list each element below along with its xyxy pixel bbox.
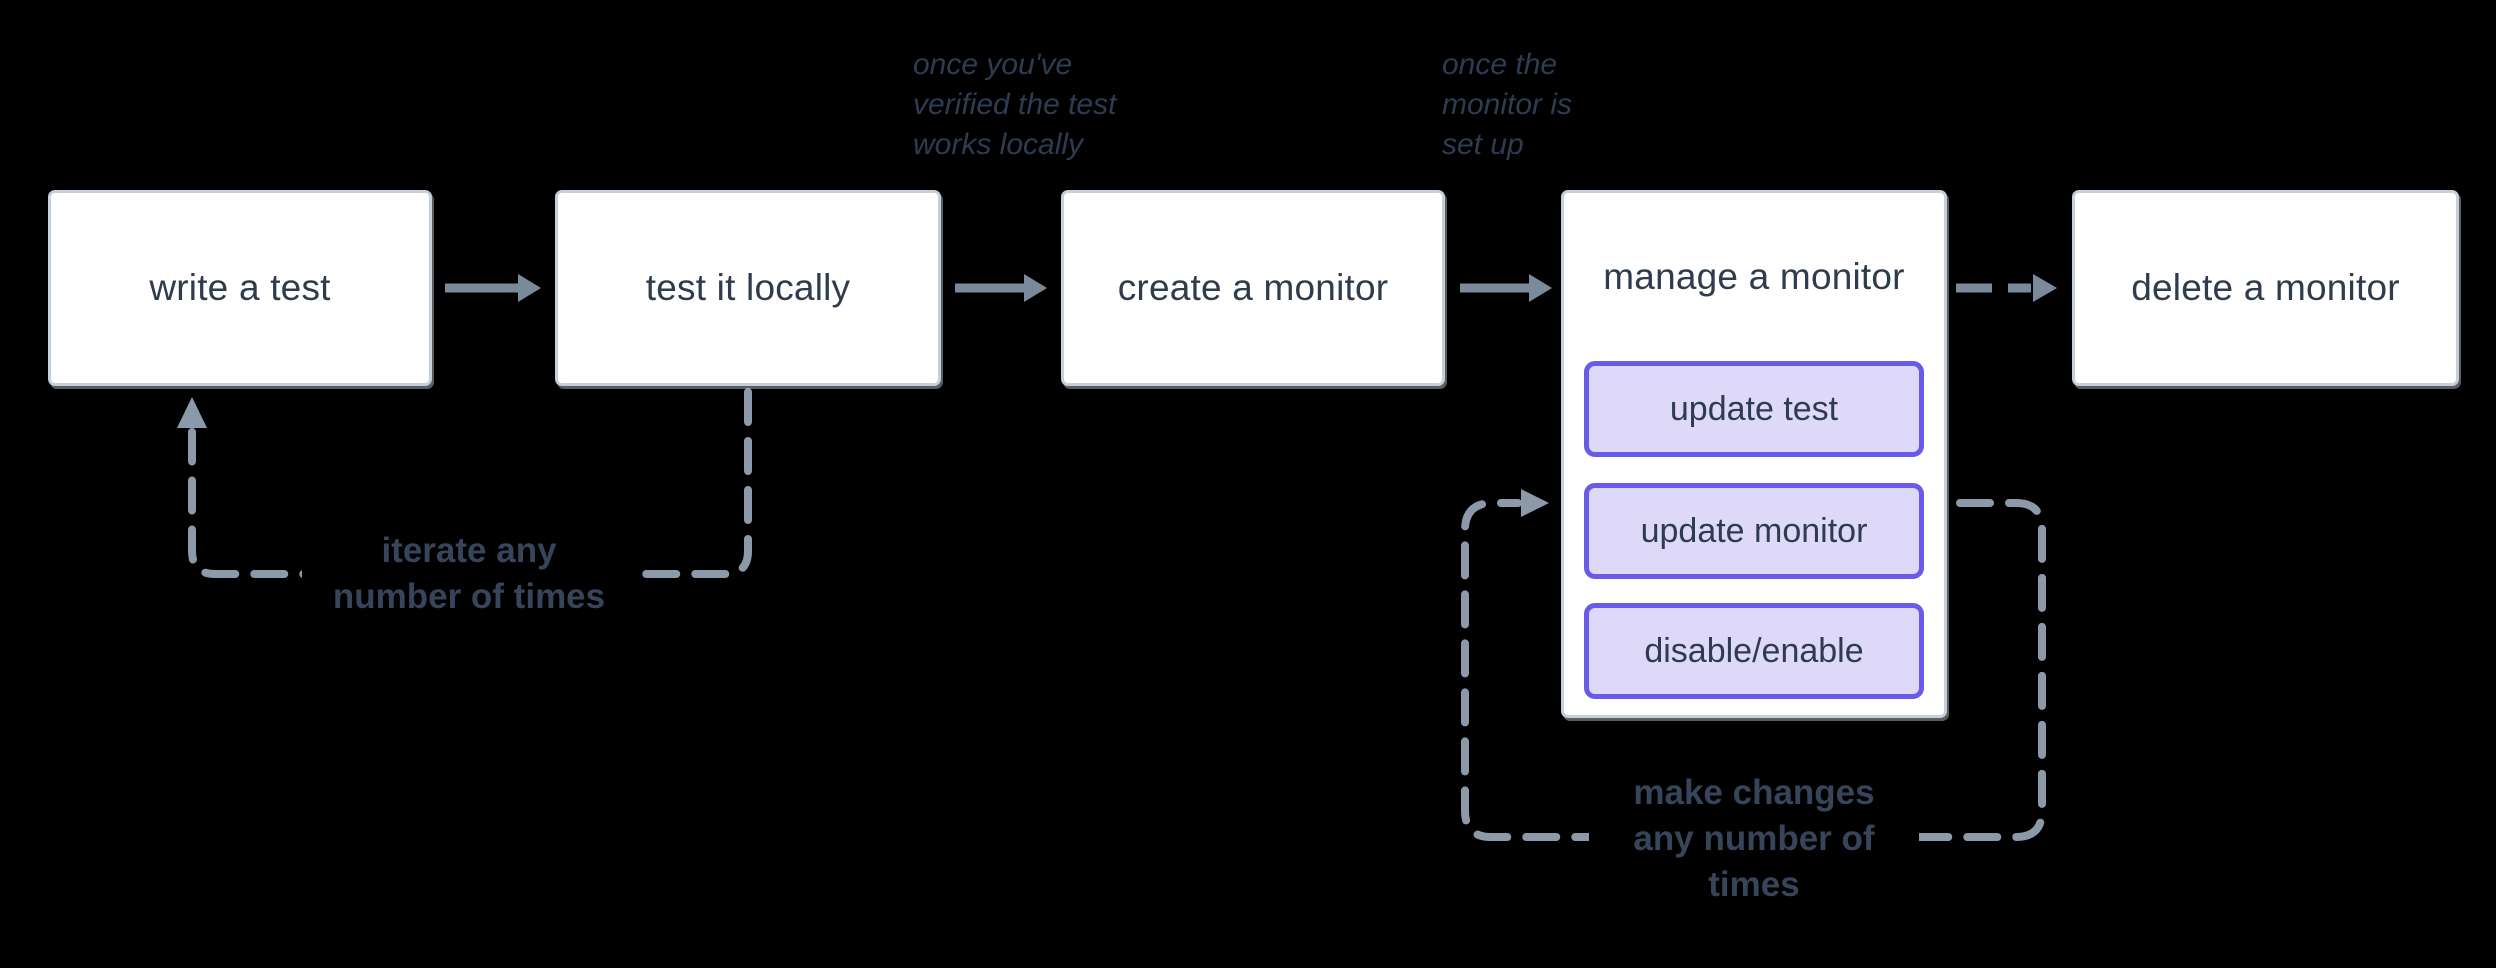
node-delete-monitor-label: delete a monitor	[2131, 267, 2400, 308]
annotation-verified-locally: once you've verified the test works loca…	[913, 48, 1117, 161]
action-disable-enable: disable/enable	[1584, 603, 1924, 699]
node-delete-monitor: delete a monitor	[2072, 190, 2459, 386]
action-update-test: update test	[1584, 361, 1924, 457]
node-write-test-label: write a test	[149, 267, 331, 308]
node-test-locally: test it locally	[555, 190, 941, 386]
loop-label-make-changes: make changes any number of times	[1589, 770, 1919, 908]
loop-label-iterate: iterate any number of times	[302, 528, 636, 620]
node-test-locally-label: test it locally	[645, 267, 851, 308]
arrow-create-to-manage	[1460, 274, 1552, 302]
node-manage-monitor-label: manage a monitor	[1603, 256, 1905, 297]
arrow-write-to-test	[445, 274, 541, 302]
node-manage-monitor: manage a monitor update test update moni…	[1561, 190, 1947, 718]
action-update-monitor: update monitor	[1584, 483, 1924, 579]
annotation-monitor-setup: once the monitor is set up	[1442, 48, 1573, 161]
arrow-manage-to-delete	[1956, 274, 2057, 302]
node-create-monitor: create a monitor	[1061, 190, 1445, 386]
node-write-test: write a test	[48, 190, 432, 386]
arrow-test-to-create	[955, 274, 1047, 302]
node-create-monitor-label: create a monitor	[1117, 267, 1389, 308]
